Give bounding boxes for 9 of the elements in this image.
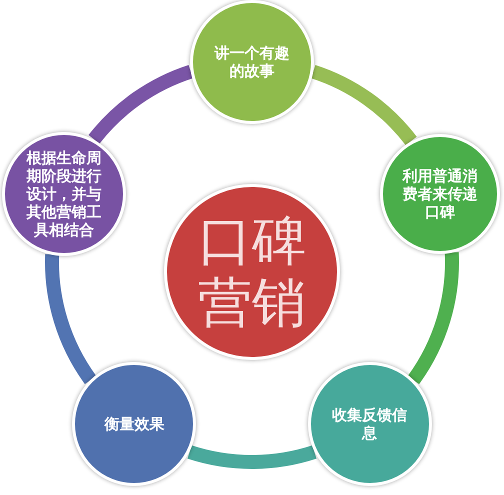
node-label: 利用普通消费者来传递口碑 bbox=[401, 166, 478, 221]
node-label: 口碑营销 bbox=[196, 210, 307, 334]
node-label: 讲一个有趣的故事 bbox=[213, 44, 290, 80]
ring-arc bbox=[45, 254, 96, 384]
ring-arc bbox=[188, 445, 316, 469]
node-label: 根据生命周期阶段进行设计，并与其他营销工具相结合 bbox=[25, 148, 103, 239]
ring-arc bbox=[408, 252, 459, 384]
node-label: 收集反馈信息 bbox=[331, 406, 408, 442]
node-label: 衡量效果 bbox=[103, 414, 166, 433]
